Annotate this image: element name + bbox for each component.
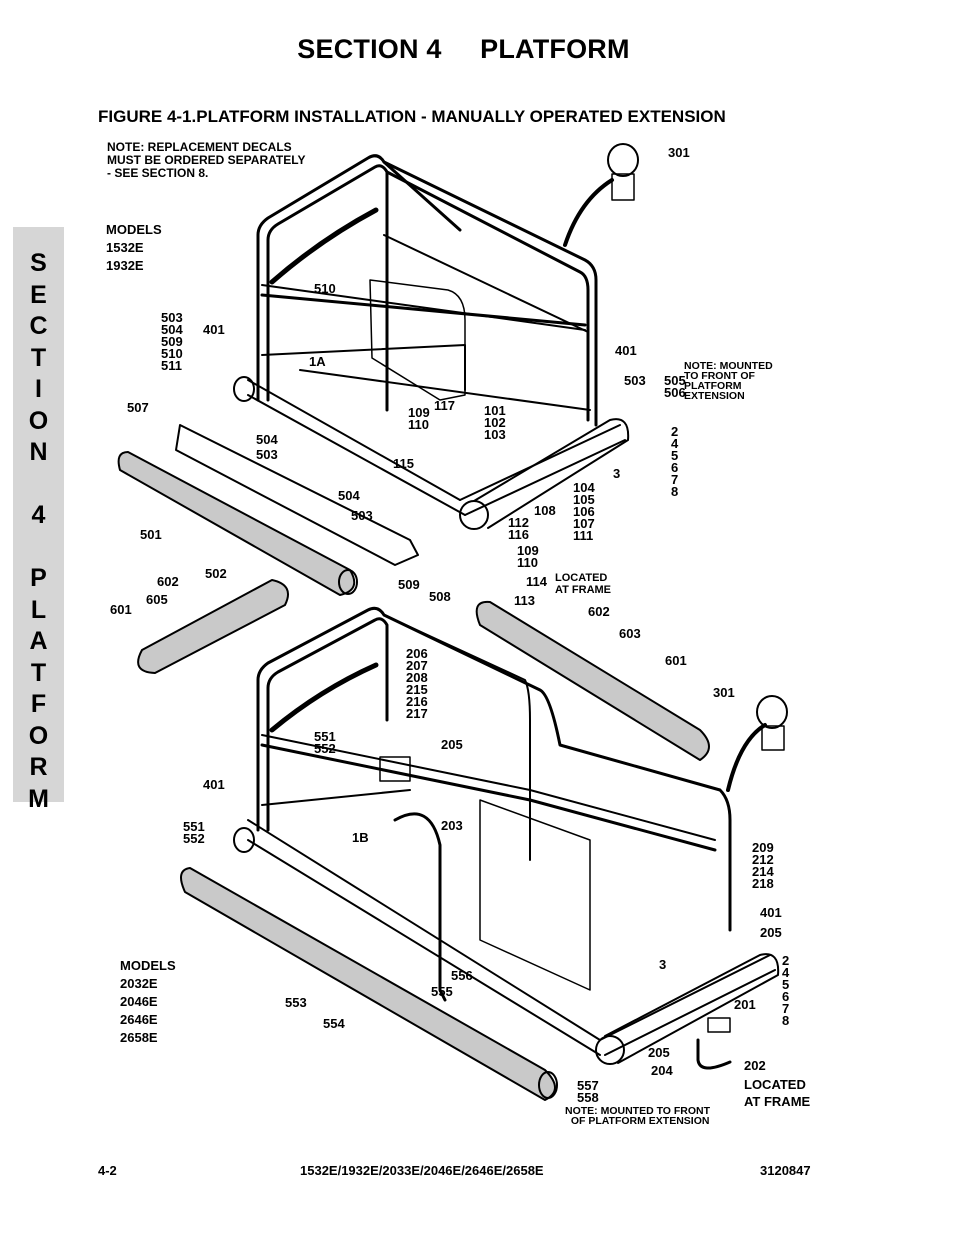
callout-401-lower-right: 401 (760, 905, 782, 920)
side-tab-letter: 4 (31, 501, 46, 530)
callout-117: 117 (434, 398, 455, 413)
side-tab-letter: F (30, 690, 47, 719)
callout-601-right: 601 (665, 653, 687, 668)
callout-501: 501 (140, 527, 162, 542)
callout-1A: 1A (309, 354, 326, 369)
callout-204: 204 (651, 1063, 673, 1078)
callout-601-left: 601 (110, 602, 132, 617)
side-tab-letter: N (29, 438, 48, 467)
callout-557-558: 557 558 (577, 1078, 599, 1105)
decal-note: NOTE: REPLACEMENT DECALS MUST BE ORDERED… (107, 140, 306, 180)
callout-401-upper-right: 401 (615, 343, 637, 358)
callout-556: 556 (451, 968, 473, 983)
section-title: SECTION 4 PLATFORM (297, 34, 630, 64)
callout-605: 605 (146, 592, 168, 607)
side-tab-letter: A (29, 627, 48, 656)
callout-554: 554 (323, 1016, 345, 1031)
side-tab-letter: I (35, 375, 42, 404)
side-tab-letter: P (30, 564, 47, 593)
callout-201: 201 (734, 997, 756, 1012)
callout-2-8-upper: 2 4 5 6 7 8 (671, 424, 679, 499)
page-number: 4-2 (98, 1163, 117, 1178)
callout-507: 507 (127, 400, 149, 415)
side-tab-letter: L (30, 595, 47, 624)
callout-504-lower: 504 (338, 488, 360, 503)
callout-508: 508 (429, 589, 451, 604)
callout-108: 108 (534, 503, 556, 518)
callout-301-bottom: 301 (713, 685, 735, 700)
callout-205-upper: 205 (441, 737, 463, 752)
models-list-top: MODELS 1532E 1932E (106, 222, 162, 273)
callout-502: 502 (205, 566, 227, 581)
callout-602-left: 602 (157, 574, 179, 589)
side-tab-letter: R (29, 753, 48, 782)
callout-401-lower-left: 401 (203, 777, 225, 792)
mounted-front-note: NOTE: MOUNTED TO FRONT OF PLATFORM EXTEN… (684, 360, 773, 402)
callout-205-right: 205 (760, 925, 782, 940)
callout-553: 553 (285, 995, 307, 1010)
callout-1B: 1B (352, 830, 369, 845)
side-tab-letter: C (29, 312, 48, 341)
callout-602-right: 602 (588, 604, 610, 619)
callout-503-lower: 503 (351, 508, 373, 523)
callout-509: 509 (398, 577, 420, 592)
callout-112-116: 112 116 (508, 515, 529, 542)
side-tab-letter: S (30, 249, 47, 277)
mounted-front-note-bottom: NOTE: MOUNTED TO FRONT OF PLATFORM EXTEN… (565, 1105, 711, 1127)
side-tab-letter: O (28, 721, 49, 750)
callout-551-552-upper: 551 552 (314, 729, 336, 756)
callout-503-511: 503 504 509 510 511 (161, 310, 183, 373)
callout-209-218: 209 212 214 218 (752, 840, 774, 891)
upper-platform-drawing (117, 143, 788, 761)
callout-503-right: 503 (624, 373, 646, 388)
figure-title: FIGURE 4-1.PLATFORM INSTALLATION - MANUA… (98, 107, 726, 126)
callout-401-upper-left: 401 (203, 322, 225, 337)
side-tab-letter: T (30, 658, 47, 687)
callout-510-top: 510 (314, 281, 336, 296)
callout-101-103: 101 102 103 (484, 403, 506, 442)
document-number: 3120847 (760, 1163, 811, 1178)
callout-115: 115 (393, 456, 414, 471)
lower-platform-drawing (180, 606, 780, 1101)
located-at-frame-note-top: LOCATED AT FRAME (555, 572, 612, 596)
callout-504-upper: 504 (256, 432, 278, 447)
callout-206-217: 206 207 208 215 216 217 (406, 646, 428, 721)
models-list-bottom: MODELS 2032E 2046E 2646E 2658E (120, 958, 176, 1045)
callout-205-bottom: 205 (648, 1045, 670, 1060)
callout-109-110-lower: 109 110 (517, 543, 539, 570)
footer-model-list: 1532E/1932E/2033E/2046E/2646E/2658E (300, 1163, 544, 1178)
callout-104-111: 104 105 106 107 111 (573, 480, 595, 543)
side-tab-letter: O (28, 406, 49, 435)
callout-113: 113 (514, 593, 535, 608)
callout-3-lower: 3 (659, 957, 667, 972)
side-tab-letter: M (28, 785, 49, 813)
callout-301-top: 301 (668, 145, 690, 160)
callout-3-upper: 3 (613, 466, 621, 481)
callout-114: 114 (526, 574, 547, 589)
side-tab-letter: E (30, 280, 47, 309)
callout-603: 603 (619, 626, 641, 641)
callout-555: 555 (431, 984, 453, 999)
side-tab-letter: T (30, 343, 47, 372)
callout-551-552-lower: 551 552 (183, 819, 205, 846)
callout-2-8-lower: 2 4 5 6 7 8 (782, 953, 790, 1028)
callout-202: 202 (744, 1058, 766, 1073)
callout-503-upper: 503 (256, 447, 278, 462)
callout-109-110-upper: 109 110 (408, 405, 430, 432)
located-at-frame-note-bottom: LOCATED AT FRAME (744, 1077, 811, 1109)
callout-203: 203 (441, 818, 463, 833)
callout-505-506: 505 506 (664, 373, 686, 400)
